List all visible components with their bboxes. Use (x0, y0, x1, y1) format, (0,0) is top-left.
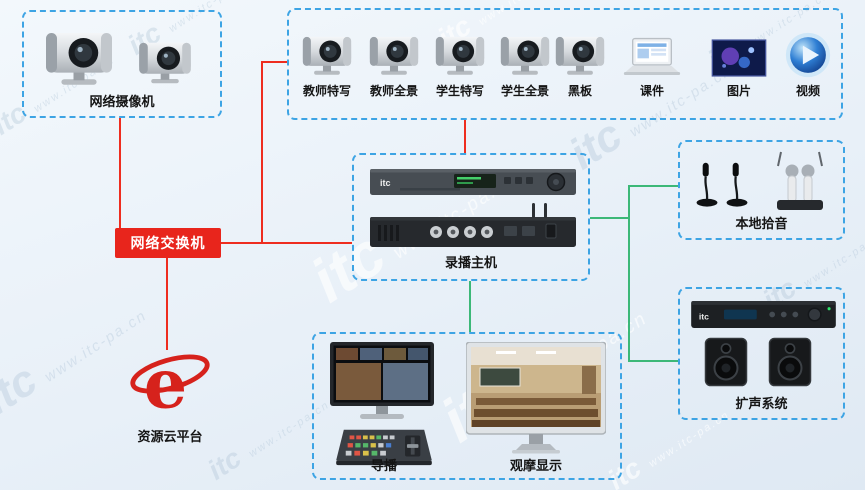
source-item-video: 视频 (776, 18, 840, 99)
connection-sources-to-switch-stub (261, 61, 287, 63)
source-item-teacher-closeup: 教师特写 (295, 18, 359, 99)
amplifier-icon (690, 301, 837, 328)
connection-switch-to-cloud (166, 258, 168, 350)
video-play-icon (776, 18, 840, 78)
source-label: 图片 (726, 84, 751, 98)
local-pickup-label: 本地拾音 (735, 216, 788, 231)
ptz-camera-icon (134, 34, 196, 86)
source-item-student-closeup: 学生特写 (428, 18, 492, 99)
speaker-icon (768, 337, 812, 387)
connection-audio-bus-vertical (628, 185, 630, 362)
ptz-camera-icon (428, 18, 492, 78)
source-label: 视频 (795, 84, 820, 98)
gooseneck-mic-icon (724, 152, 750, 210)
cloud-platform-label: 资源云平台 (137, 429, 203, 444)
group-local-pickup: 本地拾音 (678, 140, 845, 240)
source-item-teacher-panorama: 教师全景 (362, 18, 426, 99)
source-label: 教师特写 (302, 84, 351, 98)
network-switch-label: 网络交换机 (130, 235, 206, 251)
source-label: 课件 (639, 84, 664, 98)
group-sound-system: 扩声系统 (678, 287, 845, 420)
recorder-unit-icon (370, 169, 576, 195)
wireless-mics-icon (768, 150, 832, 212)
connection-bus-to-sound-system (628, 360, 678, 362)
network-cameras-label: 网络摄像机 (89, 94, 155, 109)
ptz-camera-icon (295, 18, 359, 78)
antenna-icon (532, 203, 535, 218)
group-recorder: 录播主机 (352, 153, 590, 281)
watermark-brand: itc (202, 441, 247, 486)
watermark-brand: itc (0, 355, 46, 425)
classroom-monitor-icon (466, 342, 606, 454)
observe-display-label: 观摩显示 (509, 458, 562, 473)
cloud-platform-logo-icon (128, 342, 212, 420)
source-label: 教师全景 (369, 84, 418, 98)
ptz-camera-icon (38, 22, 120, 88)
speaker-icon (704, 337, 748, 387)
connection-sources-to-recorder (464, 120, 466, 153)
recorder-label: 录播主机 (444, 255, 497, 270)
source-item-picture: 图片 (707, 18, 771, 99)
connection-bus-to-local-pickup (628, 185, 678, 187)
source-item-student-panorama: 学生全景 (493, 18, 557, 99)
connection-cameras-to-switch (119, 118, 121, 228)
antenna-icon (544, 203, 547, 218)
ptz-camera-icon (548, 18, 612, 78)
sound-system-label: 扩声系统 (735, 396, 788, 411)
connection-sources-to-switch-vertical (261, 61, 263, 244)
ptz-camera-icon (362, 18, 426, 78)
director-label: 导播 (370, 458, 397, 473)
network-switch: 网络交换机 (115, 228, 221, 258)
group-source-channels: 教师特写 教师全景 学生特写 学生全景 黑板 课件 图片 视频 (287, 8, 843, 120)
group-director-display: 导播 观摩显示 (312, 332, 622, 480)
source-label: 学生全景 (500, 84, 549, 98)
source-label: 黑板 (567, 84, 592, 98)
connection-recorder-to-director (469, 281, 471, 332)
group-network-cameras: 网络摄像机 (22, 10, 222, 118)
laptop-icon (620, 18, 684, 78)
connection-recorder-to-audio-bus (590, 217, 630, 219)
multiview-monitor-icon (330, 342, 434, 422)
source-item-courseware: 课件 (620, 18, 684, 99)
source-item-blackboard: 黑板 (548, 18, 612, 99)
connection-switch-to-recorder (221, 242, 352, 244)
recorder-io-unit-icon (370, 217, 576, 247)
source-label: 学生特写 (435, 84, 484, 98)
image-icon (707, 18, 771, 78)
gooseneck-mic-icon (694, 152, 720, 210)
